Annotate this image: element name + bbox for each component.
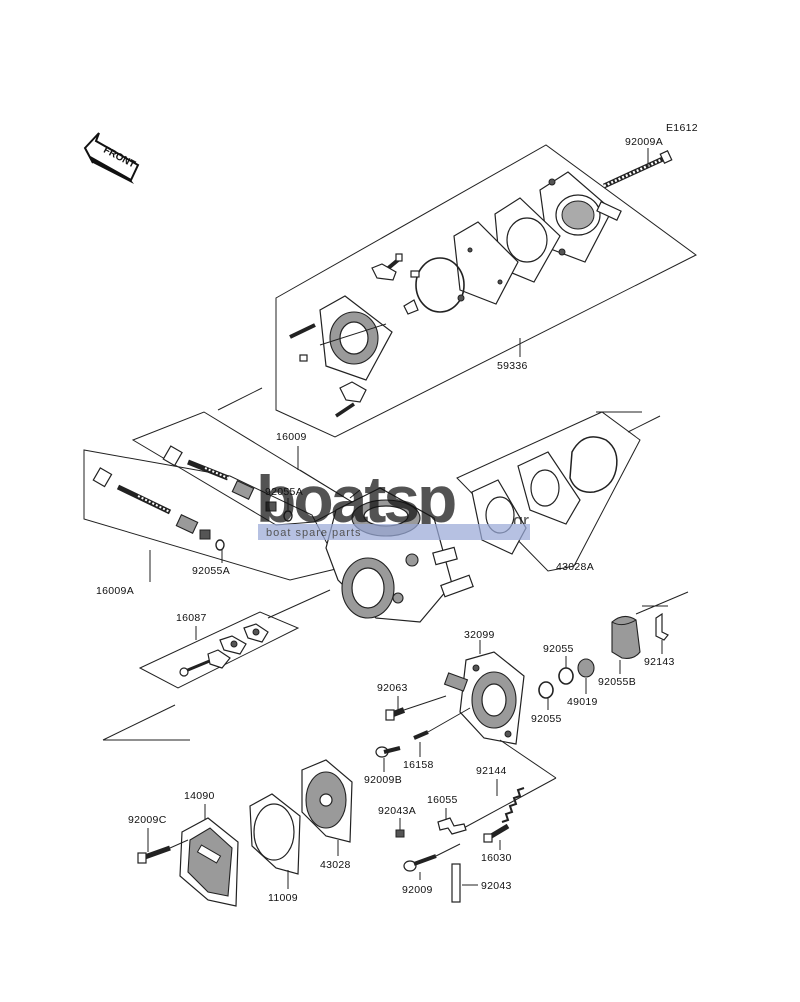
cap-92055B: [611, 615, 641, 659]
label-92009A: 92009A: [625, 136, 663, 148]
label-92143: 92143: [644, 656, 675, 668]
screws-lower: [375, 695, 557, 831]
label-11009: 11009: [268, 892, 298, 904]
label-43028A: 43028A: [556, 561, 594, 573]
watermark-brand: boatsp: [256, 462, 455, 536]
bolt-92009C: [137, 839, 189, 864]
label-32099: 32099: [464, 629, 495, 641]
front-arrow-icon: FRONT: [83, 132, 140, 184]
watermark-tagline-bar: [258, 524, 530, 540]
gasket-11009: [249, 793, 301, 875]
label-59336: 59336: [497, 360, 528, 372]
pilot-screw-16009: [162, 445, 293, 522]
diagram-code: E1612: [666, 122, 698, 134]
pump-small-hardware: [289, 253, 420, 418]
spring-92144: [501, 787, 525, 823]
part-labels: 92009A 59336 16009 92055A 16009A 92055A …: [96, 136, 675, 904]
label-92063: 92063: [377, 682, 408, 694]
washer-92043A: [395, 829, 405, 838]
bracket-92143: [635, 591, 689, 641]
label-92055A-lower: 92055A: [192, 565, 230, 577]
label-92009B: 92009B: [364, 774, 402, 786]
diaphragm-43028: [301, 759, 353, 843]
label-92055B: 92055B: [598, 676, 636, 688]
pin-92043: [451, 863, 461, 903]
label-92055-upper: 92055: [543, 643, 574, 655]
label-92009C: 92009C: [128, 814, 167, 826]
pump-body-part: [319, 295, 393, 381]
label-92055A-upper: 92055A: [265, 486, 303, 498]
needle-16030: [483, 823, 510, 843]
lever-16055: [437, 817, 467, 835]
box-16087: [102, 589, 331, 741]
label-16087: 16087: [176, 612, 207, 624]
watermark-tagline: boat spare parts: [266, 527, 362, 539]
watermark-logo: boatsp .gr boat spare parts: [256, 462, 530, 540]
adjust-screw-box-16009: [131, 411, 354, 526]
bolt-92009A: [602, 148, 673, 189]
label-92055-lower: 92055: [531, 713, 562, 725]
label-92043: 92043: [481, 880, 512, 892]
label-43028: 43028: [320, 859, 351, 871]
screw-92009: [403, 843, 461, 872]
label-92144: 92144: [476, 765, 507, 777]
parts-16087: [179, 623, 269, 677]
label-16055: 16055: [427, 794, 458, 806]
label-16158: 16158: [403, 759, 434, 771]
label-49019: 49019: [567, 696, 598, 708]
label-92043A: 92043A: [378, 805, 416, 817]
pilot-screw-16009A: [92, 467, 225, 551]
label-16030: 16030: [481, 852, 512, 864]
pump-assembly-box: [217, 144, 697, 438]
label-16009A: 16009A: [96, 585, 134, 597]
label-14090: 14090: [184, 790, 215, 802]
pump-body-32099: [443, 640, 525, 745]
gasket-box-43028A: [456, 411, 661, 572]
label-16009: 16009: [276, 431, 307, 443]
label-92009: 92009: [402, 884, 433, 896]
cover-14090: [179, 817, 239, 907]
pump-diaphragm: [453, 221, 519, 305]
pump-ring: [415, 257, 465, 313]
